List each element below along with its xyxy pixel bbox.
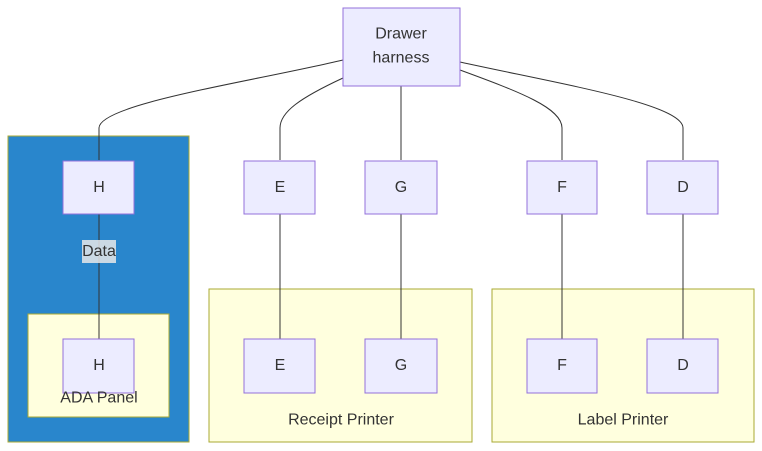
node-f[interactable]: F xyxy=(526,160,598,215)
edge-label-background xyxy=(82,240,116,263)
edge-root-to-f xyxy=(459,69,563,160)
edge-root-to-d xyxy=(459,61,684,160)
node-d[interactable]: D xyxy=(646,160,719,215)
node-d-box xyxy=(646,160,719,215)
node-g-box xyxy=(364,160,438,215)
node-e[interactable]: E xyxy=(243,160,316,215)
ada-panel-node-h-box xyxy=(62,338,135,394)
receipt-printer-node-g[interactable]: G xyxy=(364,338,438,394)
node-e-label: E xyxy=(275,179,286,196)
label-printer-node-d-label: D xyxy=(677,357,689,374)
node-d-label: D xyxy=(677,179,689,196)
ada-panel-label: ADA Panel xyxy=(60,390,137,407)
edge-label-text: Data xyxy=(82,243,116,260)
edge-root-to-h xyxy=(98,59,344,160)
node-e-box xyxy=(243,160,316,215)
label-printer-node-d[interactable]: D xyxy=(646,338,719,394)
node-h-box xyxy=(62,160,135,215)
edges xyxy=(98,59,684,339)
ada-panel-node-h-label: H xyxy=(93,357,105,374)
node-f-label: F xyxy=(557,179,567,196)
receipt-printer-node-g-box xyxy=(364,338,438,394)
label-printer-node-d-box xyxy=(646,338,719,394)
node-h[interactable]: H xyxy=(62,160,135,215)
node-drawer-harness-line2: harness xyxy=(373,50,430,67)
label-printer-node-f[interactable]: F xyxy=(526,338,598,394)
edge-label-data: Data xyxy=(82,240,116,263)
receipt-printer-node-e-label: E xyxy=(275,357,286,374)
label-printer-label: Label Printer xyxy=(578,412,669,429)
receipt-printer-label: Receipt Printer xyxy=(288,412,394,429)
receipt-printer-node-e[interactable]: E xyxy=(243,338,316,394)
label-printer-node-f-box xyxy=(526,338,598,394)
node-drawer-harness[interactable]: Drawer harness xyxy=(342,7,461,87)
receipt-printer-node-g-label: G xyxy=(395,357,407,374)
label-printer-node-f-label: F xyxy=(557,357,567,374)
node-drawer-harness-box xyxy=(342,7,461,87)
node-g[interactable]: G xyxy=(364,160,438,215)
node-h-label: H xyxy=(93,179,105,196)
ada-panel-node-h[interactable]: H xyxy=(62,338,135,394)
node-f-box xyxy=(526,160,598,215)
node-g-label: G xyxy=(395,179,407,196)
receipt-printer-node-e-box xyxy=(243,338,316,394)
edge-root-to-e xyxy=(279,77,344,160)
node-drawer-harness-line1: Drawer xyxy=(375,26,427,43)
